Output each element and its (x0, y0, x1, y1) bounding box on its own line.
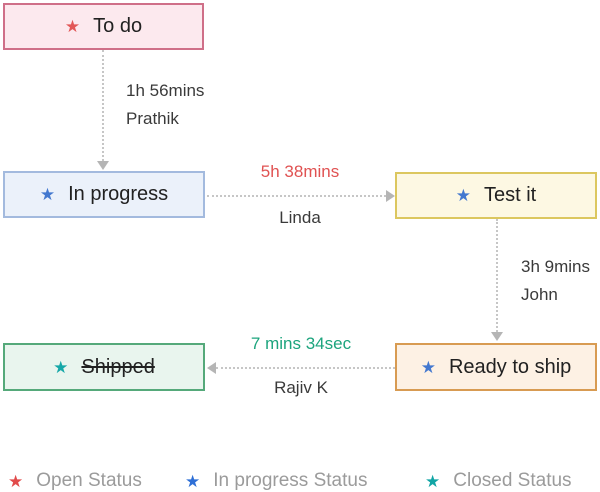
arrow-down-icon (491, 332, 503, 341)
status-node-shipped[interactable]: ★ Shipped (3, 343, 205, 391)
open-status-star-icon: ★ (64, 17, 81, 36)
open-status-star-icon: ★ (8, 471, 24, 491)
transition-duration: 7 mins 34sec (250, 334, 352, 353)
arrow-down-icon (97, 161, 109, 170)
transition-duration: 3h 9mins (521, 257, 590, 276)
legend-label: Closed Status (453, 470, 572, 491)
status-node-ready-to-ship[interactable]: ★ Ready to ship (395, 343, 597, 391)
status-node-test-it[interactable]: ★ Test it (395, 172, 597, 219)
legend-item-closed-status: ★ Closed Status (425, 470, 572, 492)
transition-user: Prathik (126, 109, 179, 128)
transition-user: Rajiv K (274, 378, 328, 397)
connector-line (496, 219, 498, 332)
transition-duration: 1h 56mins (126, 81, 205, 100)
in-progress-status-star-icon: ★ (455, 186, 471, 205)
connector-line (216, 367, 395, 369)
status-node-label: In progress (68, 183, 169, 205)
transition-duration: 5h 38mins (260, 162, 340, 181)
status-node-label: To do (93, 15, 143, 37)
status-node-to-do[interactable]: ★ To do (3, 3, 204, 50)
in-progress-status-star-icon: ★ (39, 185, 56, 204)
transition-user: Linda (279, 208, 321, 227)
status-node-label: Ready to ship (448, 355, 572, 378)
closed-status-star-icon: ★ (53, 357, 69, 377)
status-node-in-progress[interactable]: ★ In progress (3, 171, 205, 218)
arrow-left-icon (207, 362, 216, 374)
arrow-right-icon (386, 190, 395, 202)
closed-status-star-icon: ★ (425, 471, 441, 491)
in-progress-status-star-icon: ★ (420, 357, 436, 377)
legend-item-in-progress-status: ★ In progress Status (185, 470, 367, 492)
transition-user: John (521, 285, 558, 304)
connector-line (102, 50, 104, 161)
legend-label: Open Status (36, 470, 142, 491)
legend-item-open-status: ★ Open Status (8, 470, 142, 492)
status-node-label: Test it (484, 184, 537, 206)
status-node-label: Shipped (81, 355, 155, 378)
connector-line (207, 195, 386, 197)
legend-label: In progress Status (213, 470, 368, 491)
in-progress-status-star-icon: ★ (185, 471, 201, 491)
